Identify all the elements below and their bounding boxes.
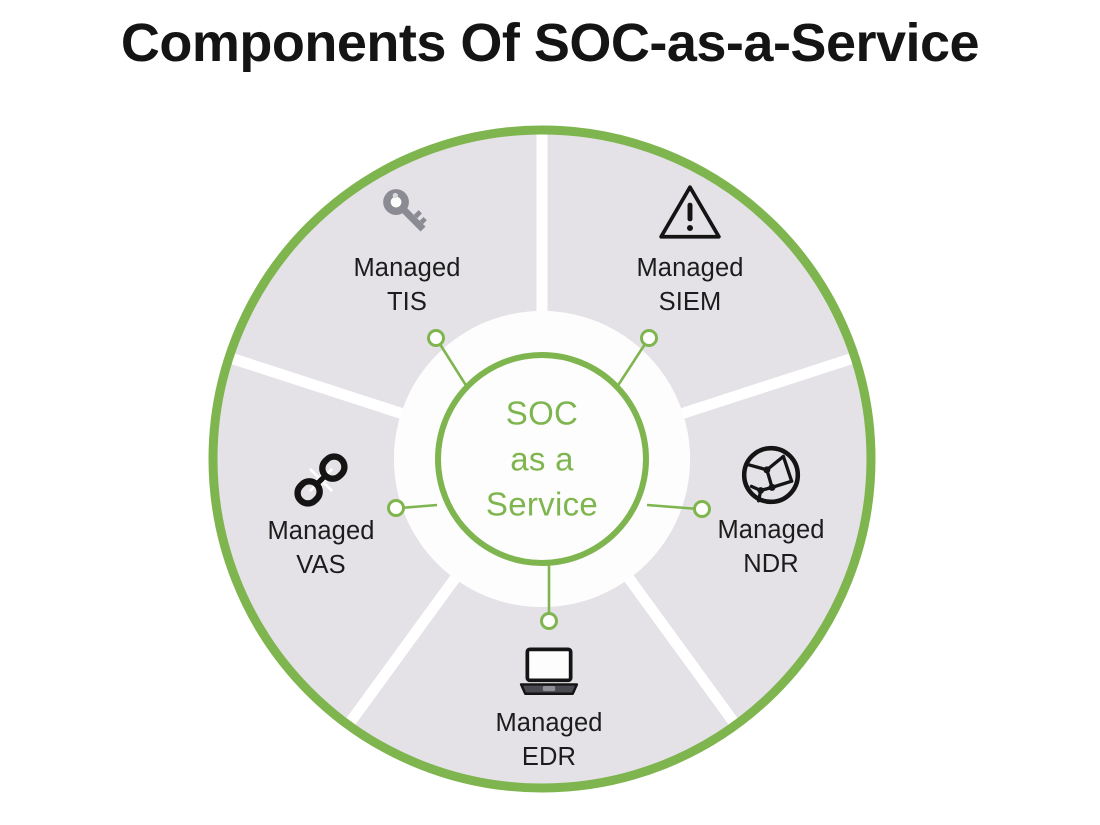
segment-ndr-line-2: NDR xyxy=(743,549,799,578)
warning-triangle-icon xyxy=(657,180,723,246)
segment-vas-line-2: VAS xyxy=(296,550,346,579)
segment-ndr-line-1: Managed xyxy=(717,516,825,544)
key-icon xyxy=(374,180,440,246)
spoke-ndr xyxy=(646,503,700,511)
node-edr xyxy=(540,612,558,630)
spoke-siem xyxy=(615,340,649,388)
outer-ring xyxy=(208,125,876,793)
network-globe-icon xyxy=(738,442,804,508)
segment-ndr[interactable]: Managed NDR xyxy=(656,442,886,581)
connector-nodes-group xyxy=(387,329,711,630)
segment-vas-line-1: Managed xyxy=(267,517,375,545)
segment-edr-line-1: Managed xyxy=(495,709,603,737)
node-siem xyxy=(640,329,658,347)
spoke-tis xyxy=(436,340,469,388)
spokes-group xyxy=(399,340,700,617)
laptop-icon xyxy=(516,637,582,703)
spoke-vas xyxy=(399,503,438,510)
segment-tis[interactable]: Managed TIS xyxy=(292,180,522,319)
segment-siem[interactable]: Managed SIEM xyxy=(575,180,805,319)
node-tis xyxy=(427,329,445,347)
center-circle xyxy=(435,352,649,566)
segment-vas[interactable]: Managed VAS xyxy=(206,447,436,582)
broken-chain-icon xyxy=(288,447,354,513)
segment-tis-line-1: Managed xyxy=(353,254,461,282)
node-ndr xyxy=(693,500,711,518)
segment-edr-line-2: EDR xyxy=(521,742,577,771)
segment-siem-line-1: Managed xyxy=(636,254,744,282)
node-vas xyxy=(387,499,405,517)
segment-siem-line-2: SIEM xyxy=(658,287,722,316)
segment-edr[interactable]: Managed EDR xyxy=(434,637,664,774)
segment-tis-line-2: TIS xyxy=(387,287,427,316)
page-title: Components Of SOC-as-a-Service xyxy=(120,13,980,73)
